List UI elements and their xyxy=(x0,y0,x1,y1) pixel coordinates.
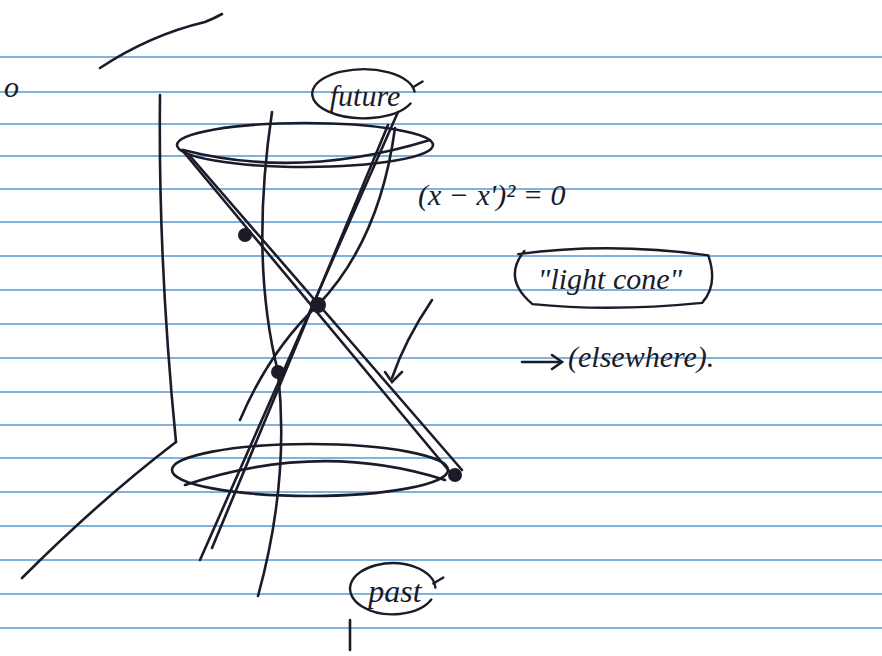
note-text: "light cone" xyxy=(538,262,682,295)
handwritten-label: o xyxy=(4,70,19,103)
note-text: past xyxy=(368,574,421,609)
circled-note: past xyxy=(352,566,437,617)
ruled-lines xyxy=(0,57,882,628)
circled-note: future xyxy=(314,71,417,120)
handwritten-label: (x − x')² = 0 xyxy=(418,178,566,211)
handwritten-label: (elsewhere). xyxy=(568,340,714,373)
note-text: future xyxy=(330,79,401,112)
cone-ink xyxy=(22,14,562,650)
event-dots xyxy=(238,228,462,482)
circled-note: "light cone" xyxy=(508,248,712,309)
